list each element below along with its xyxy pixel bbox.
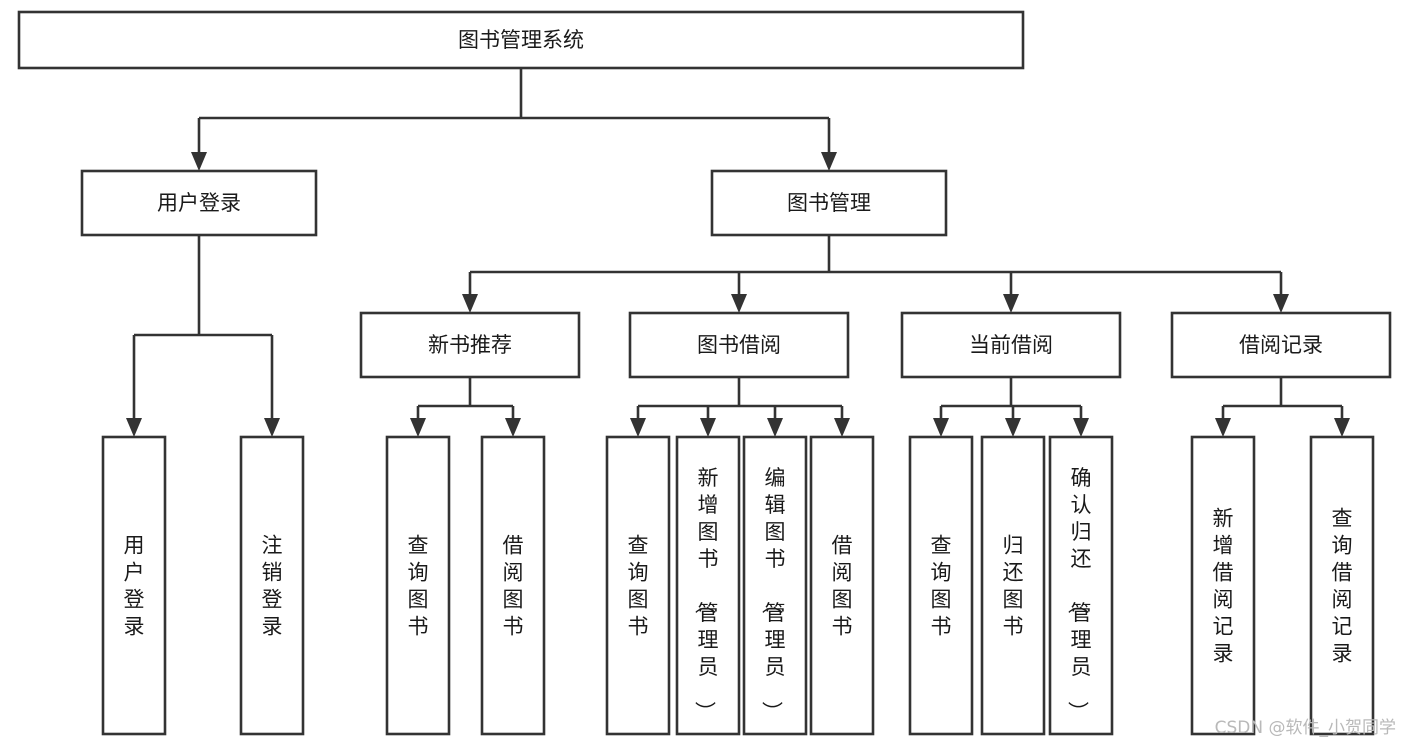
node-leaf-add-book[interactable]: 新增图书（管理员） [675,435,741,736]
node-box [908,435,974,736]
node-label: 编辑图书（管理员） [760,466,786,722]
arrow-head-icon [731,294,747,313]
node-box [628,311,850,379]
arrow-head-icon [821,152,837,171]
node-leaf-return-book[interactable]: 归还图书 [980,435,1046,736]
node-book-manage[interactable]: 图书管理 [710,169,948,237]
edges-layer [126,68,1350,437]
arrow-head-icon [834,418,850,437]
node-leaf-confirm-return[interactable]: 确认归还（管理员） [1048,435,1114,736]
node-label: 借阅图书 [503,534,524,639]
arrow-head-icon [1073,418,1089,437]
arrow-head-icon [933,418,949,437]
node-box [809,435,875,736]
node-box [675,435,741,736]
node-label: 新增借阅记录 [1213,507,1234,666]
node-root[interactable]: 图书管理系统 [17,10,1025,70]
node-box [385,435,451,736]
node-current-borrow[interactable]: 当前借阅 [900,311,1122,379]
node-leaf-query-book-3[interactable]: 查询图书 [908,435,974,736]
arrow-head-icon [191,152,207,171]
arrow-head-icon [1334,418,1350,437]
node-leaf-borrow-book-2[interactable]: 借阅图书 [809,435,875,736]
arrow-head-icon [1005,418,1021,437]
arrow-head-icon [1273,294,1289,313]
arrow-head-icon [1003,294,1019,313]
node-box [359,311,581,379]
node-box [101,435,167,736]
arrow-head-icon [1215,418,1231,437]
node-label: 用户登录 [157,191,241,215]
csdn-watermark: CSDN @软件_小贺同学 [1215,718,1396,738]
node-leaf-user-login[interactable]: 用户登录 [101,435,167,736]
node-label: 查询借阅记录 [1332,507,1353,666]
node-label: 图书管理系统 [458,28,584,52]
node-label: 借阅记录 [1239,333,1323,357]
node-leaf-query-record[interactable]: 查询借阅记录 [1309,435,1375,736]
nodes-layer: 图书管理系统用户登录图书管理新书推荐图书借阅当前借阅借阅记录用户登录注销登录查询… [17,10,1392,736]
node-label: 查询图书 [931,534,952,639]
node-box [480,435,546,736]
node-box [1190,435,1256,736]
node-label: 查询图书 [628,534,649,639]
node-leaf-query-book-2[interactable]: 查询图书 [605,435,671,736]
node-label: 借阅图书 [832,534,853,639]
node-label: 图书管理 [787,191,871,215]
arrow-head-icon [462,294,478,313]
node-leaf-user-logout[interactable]: 注销登录 [239,435,305,736]
arrow-head-icon [767,418,783,437]
node-box [710,169,948,237]
node-label: 用户登录 [124,534,145,639]
node-box [80,169,318,237]
arrow-head-icon [126,418,142,437]
node-label: 查询图书 [408,534,429,639]
node-box [742,435,808,736]
node-label: 图书借阅 [697,333,781,357]
node-label: 新增图书（管理员） [693,466,719,722]
node-box [605,435,671,736]
node-label: 归还图书 [1003,534,1024,639]
node-box [239,435,305,736]
node-user-login[interactable]: 用户登录 [80,169,318,237]
node-box [1170,311,1392,379]
arrow-head-icon [700,418,716,437]
node-leaf-edit-book[interactable]: 编辑图书（管理员） [742,435,808,736]
node-label: 注销登录 [262,534,283,639]
node-label: 当前借阅 [969,333,1053,357]
node-label: 确认归还（管理员） [1066,466,1092,722]
node-leaf-add-record[interactable]: 新增借阅记录 [1190,435,1256,736]
node-label: 新书推荐 [428,333,512,357]
node-box [980,435,1046,736]
node-box [17,10,1025,70]
node-leaf-query-book-1[interactable]: 查询图书 [385,435,451,736]
node-box [900,311,1122,379]
arrow-head-icon [505,418,521,437]
node-book-borrow[interactable]: 图书借阅 [628,311,850,379]
node-box [1048,435,1114,736]
arrow-head-icon [630,418,646,437]
arrow-head-icon [410,418,426,437]
node-leaf-borrow-book-1[interactable]: 借阅图书 [480,435,546,736]
arrow-head-icon [264,418,280,437]
node-new-book-recommend[interactable]: 新书推荐 [359,311,581,379]
node-box [1309,435,1375,736]
node-borrow-record[interactable]: 借阅记录 [1170,311,1392,379]
